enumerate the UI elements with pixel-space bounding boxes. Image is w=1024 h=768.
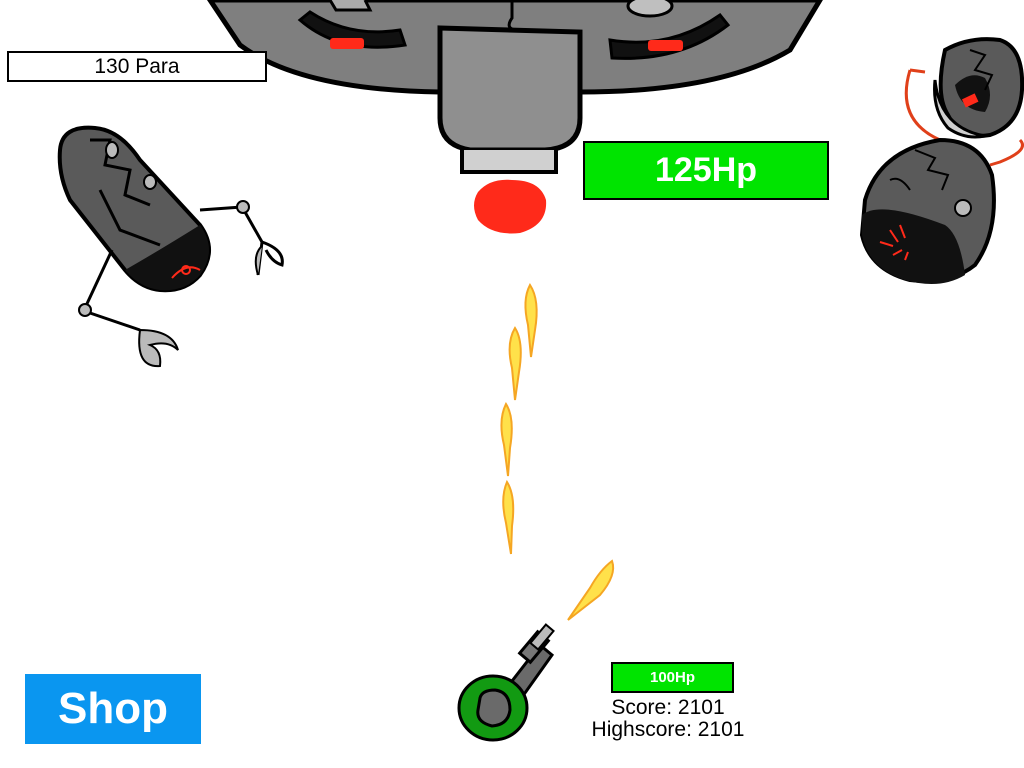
pod-robot-icon — [904, 37, 1024, 167]
fire-bullet-icon — [508, 326, 522, 401]
money-label: 130 Para — [94, 54, 180, 78]
score-panel: Score: 2101 Highscore: 2101 — [580, 697, 756, 741]
fire-bullet-icon — [502, 479, 515, 555]
fire-bullet-icon — [567, 559, 615, 621]
score-label: Score: 2101 — [611, 696, 725, 719]
player-hp-label: 100Hp — [649, 669, 696, 686]
boss-fire-blob — [474, 179, 547, 234]
fire-bullet-icon — [500, 401, 513, 477]
player-turret-icon[interactable] — [457, 623, 555, 742]
player-hp-bar: 100Hp — [611, 662, 734, 693]
fire-bullet-icon — [524, 283, 538, 358]
claw-robot-icon — [57, 125, 284, 368]
boss-hp-label: 125Hp — [654, 151, 758, 189]
boss-ship-icon — [206, 0, 823, 174]
shop-button[interactable]: Shop — [25, 674, 201, 744]
money-display: 130 Para — [7, 51, 267, 82]
pod-robot-icon — [859, 137, 996, 284]
boss-hp-bar: 125Hp — [583, 141, 829, 200]
highscore-label: Highscore: 2101 — [591, 718, 745, 741]
